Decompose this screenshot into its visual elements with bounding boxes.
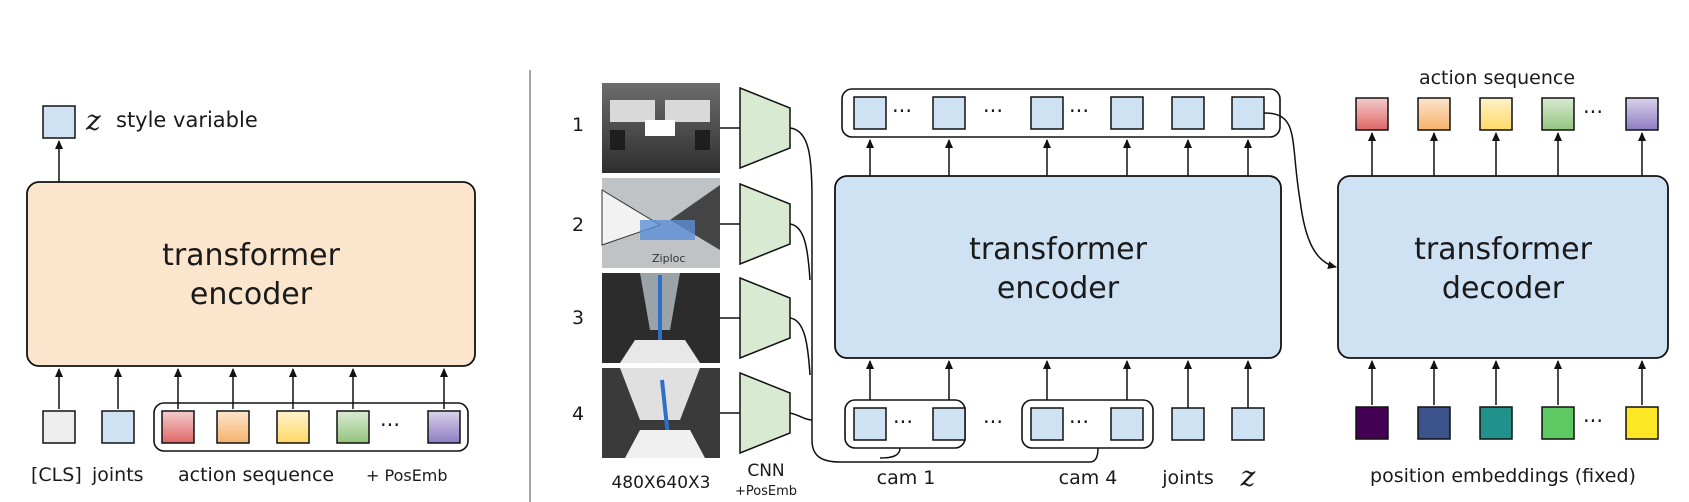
cnn4-curve bbox=[789, 412, 813, 421]
cnn-label: CNN bbox=[747, 461, 784, 481]
cam1-token-a bbox=[853, 407, 887, 441]
enc-out-token-2 bbox=[932, 96, 966, 130]
cnn-posemb-label: +PosEmb bbox=[735, 484, 797, 499]
pos-emb-token-2 bbox=[1417, 406, 1451, 440]
cam1-label: cam 1 bbox=[877, 467, 936, 489]
encoder-to-decoder-arrow bbox=[1263, 112, 1337, 270]
enc-out-token-1 bbox=[853, 96, 887, 130]
right-encoder-box bbox=[834, 175, 1282, 359]
joints-label: joints bbox=[91, 464, 144, 486]
enc-out-token-4 bbox=[1110, 96, 1144, 130]
cnn-block-3 bbox=[739, 276, 791, 360]
cam-number-2: 2 bbox=[572, 214, 584, 236]
cam4-token-b bbox=[1110, 407, 1144, 441]
enc-out-token-5 bbox=[1171, 96, 1205, 130]
enc-out-token-3 bbox=[1030, 96, 1064, 130]
cam-number-3: 3 bbox=[572, 307, 584, 329]
out-action-token-3 bbox=[1479, 97, 1513, 131]
right-encoder-title-1: transformer bbox=[969, 232, 1148, 267]
out-action-token-1 bbox=[1355, 97, 1389, 131]
joints-label-right: joints bbox=[1161, 467, 1214, 489]
enc-out-ellipsis-1: ··· bbox=[892, 99, 912, 123]
cam1-token-b bbox=[932, 407, 966, 441]
cnn-block-4 bbox=[739, 371, 791, 455]
action-token-3 bbox=[276, 410, 310, 444]
pos-emb-token-1 bbox=[1355, 406, 1389, 440]
cls-label: [CLS] bbox=[31, 464, 82, 486]
cam-number-4: 4 bbox=[572, 403, 584, 425]
camera-image-1 bbox=[602, 83, 720, 173]
pos-emb-ellipsis: ··· bbox=[1583, 409, 1603, 433]
image-dims-label: 480X640X3 bbox=[611, 473, 710, 493]
style-variable-label: style variable bbox=[116, 108, 258, 132]
posemb-label: + PosEmb bbox=[366, 466, 448, 485]
action-sequence-top-label: action sequence bbox=[1419, 67, 1575, 89]
z-symbol: z bbox=[85, 104, 101, 137]
camera-image-3 bbox=[602, 273, 720, 363]
pos-emb-token-3 bbox=[1479, 406, 1513, 440]
action-sequence-group bbox=[153, 402, 469, 452]
cnn3-curve bbox=[789, 317, 811, 376]
enc-out-ellipsis-3: ··· bbox=[1069, 99, 1089, 123]
z-token-right bbox=[1231, 407, 1265, 441]
enc-out-token-6 bbox=[1231, 96, 1265, 130]
action-token-2 bbox=[216, 410, 250, 444]
cam-number-1: 1 bbox=[572, 114, 584, 136]
left-encoder-title-1: transformer bbox=[162, 238, 341, 273]
left-encoder-title-2: encoder bbox=[190, 277, 313, 312]
enc-out-ellipsis-2: ··· bbox=[983, 99, 1003, 123]
pos-emb-token-5 bbox=[1625, 406, 1659, 440]
out-action-token-4 bbox=[1541, 97, 1575, 131]
cam4-token-a bbox=[1030, 407, 1064, 441]
z-token bbox=[42, 105, 76, 139]
joints-token-right bbox=[1171, 407, 1205, 441]
cam4-token-group bbox=[1021, 399, 1154, 449]
joints-token bbox=[101, 410, 135, 444]
encoder-output-group bbox=[841, 88, 1281, 138]
camera-image-4 bbox=[602, 368, 720, 458]
camera-image-2: Ziploc bbox=[601, 178, 720, 268]
pos-emb-token-4 bbox=[1541, 406, 1575, 440]
right-encoder-title-2: encoder bbox=[997, 271, 1120, 306]
cam1-ellipsis: ··· bbox=[893, 410, 913, 434]
left-encoder-box bbox=[26, 181, 476, 367]
cnn1-to-encoder bbox=[789, 127, 1099, 463]
decoder-title-2: decoder bbox=[1442, 271, 1565, 306]
right-panel: 1 2 3 4 Ziploc bbox=[572, 67, 1669, 499]
cnn2-curve bbox=[789, 223, 811, 281]
out-action-ellipsis: ··· bbox=[1583, 100, 1603, 124]
action-token-1 bbox=[161, 410, 195, 444]
decoder-title-1: transformer bbox=[1414, 232, 1593, 267]
cnn-block-2 bbox=[739, 182, 791, 266]
action-sequence-label: action sequence bbox=[178, 464, 334, 486]
z-symbol-right: z bbox=[1240, 460, 1256, 493]
out-action-token-5 bbox=[1625, 97, 1659, 131]
cnn-block-1 bbox=[739, 86, 791, 170]
action-token-5 bbox=[427, 410, 461, 444]
out-action-token-2 bbox=[1417, 97, 1451, 131]
cam1-merge bbox=[879, 447, 901, 459]
position-embeddings-label: position embeddings (fixed) bbox=[1370, 465, 1636, 487]
action-ellipsis: ··· bbox=[380, 413, 400, 437]
cam4-ellipsis: ··· bbox=[1069, 410, 1089, 434]
bag-logo: Ziploc bbox=[652, 252, 685, 265]
left-panel: z style variable transformer encoder ···… bbox=[26, 104, 476, 486]
decoder-box bbox=[1337, 175, 1669, 359]
cam-gap-ellipsis: ··· bbox=[983, 410, 1003, 434]
cam4-label: cam 4 bbox=[1059, 467, 1118, 489]
cls-token bbox=[42, 410, 76, 444]
action-token-4 bbox=[336, 410, 370, 444]
